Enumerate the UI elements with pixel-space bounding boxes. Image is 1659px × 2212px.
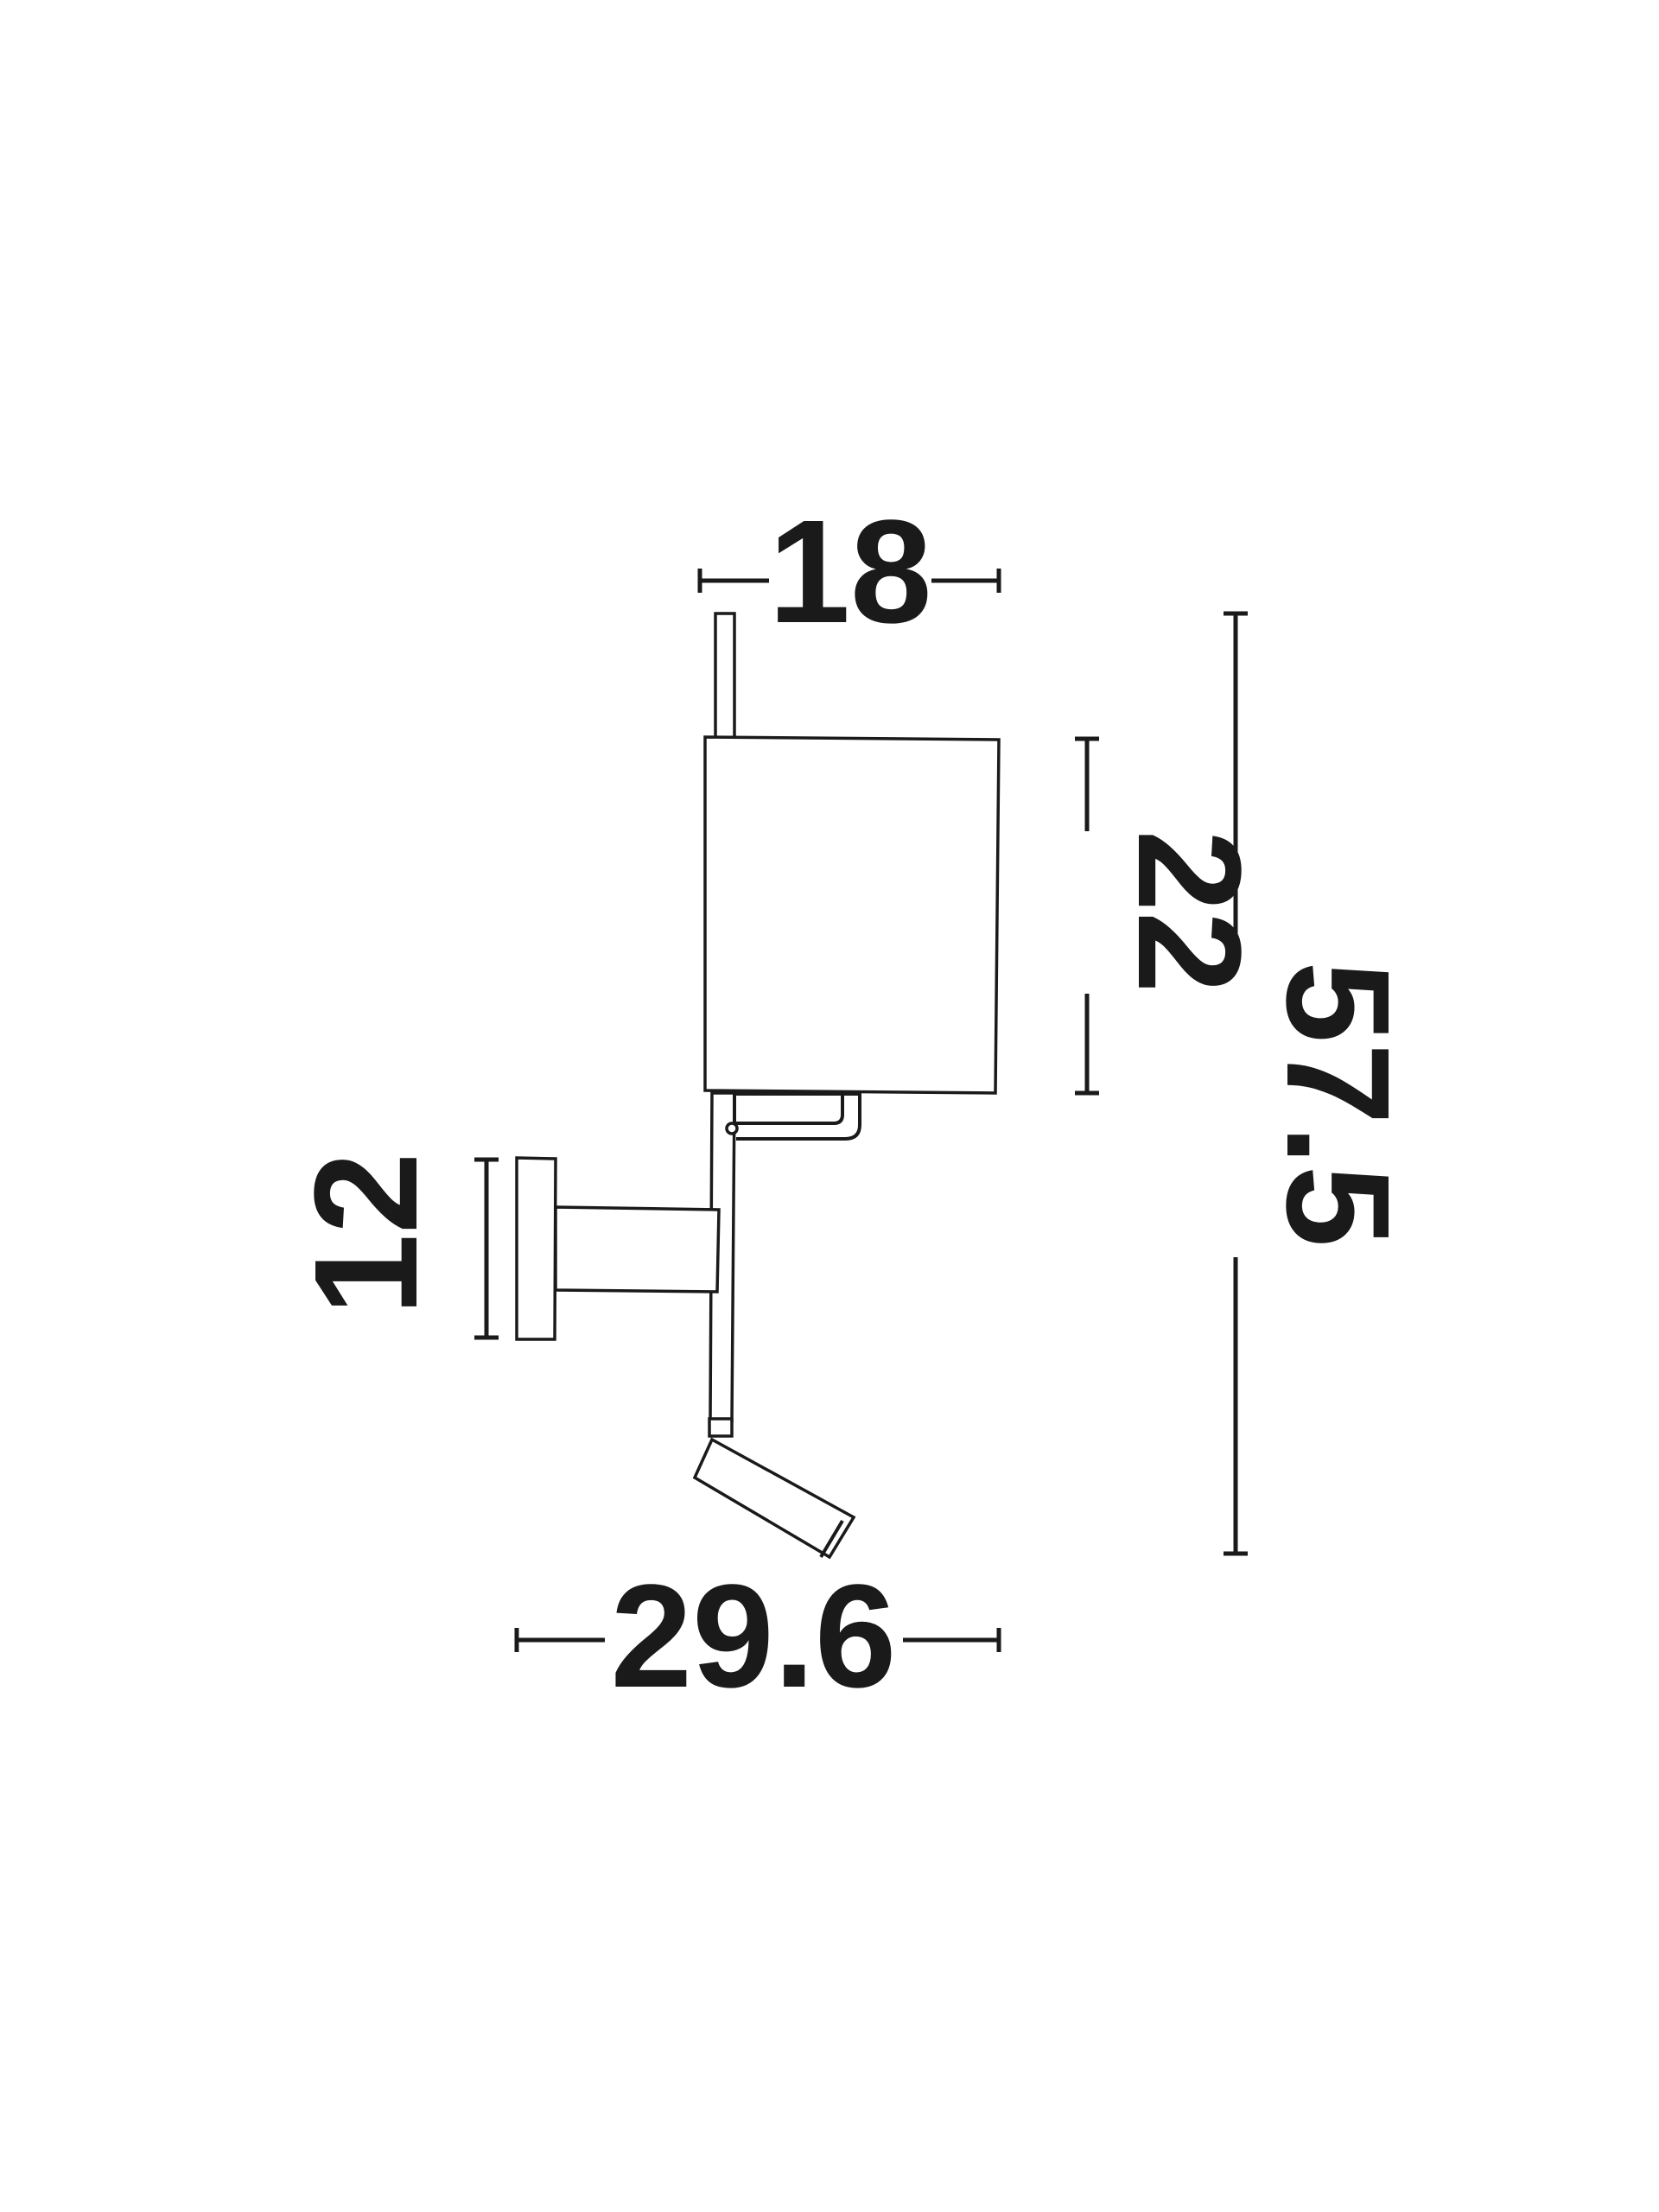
lamp-outline (515, 612, 1001, 1560)
dimension-total-height: 57.5 (1224, 611, 1420, 1556)
dimension-total-depth: 29.6 (514, 1554, 1001, 1719)
reading-arm-bracket (734, 1092, 861, 1141)
label-total-height: 57.5 (1255, 962, 1420, 1248)
label-total-depth: 29.6 (611, 1554, 897, 1719)
dimension-width-top: 18 (697, 490, 1001, 654)
top-rod (714, 612, 736, 741)
reading-spot (692, 1437, 856, 1560)
reading-arm-bracket-inner (733, 1094, 844, 1125)
wall-arm (554, 1205, 721, 1294)
arm-joint (725, 1122, 739, 1135)
label-base-height: 12 (284, 1152, 448, 1315)
spot-joint (708, 1417, 734, 1438)
label-shade-height: 22 (1107, 830, 1271, 993)
reading-spot-lens (819, 1519, 844, 1559)
lamp-shade (703, 735, 1001, 1095)
wall-plate (515, 1156, 557, 1341)
dimension-shade-height: 22 (1075, 736, 1271, 1096)
dimension-base-height: 12 (284, 1152, 499, 1340)
label-width-top: 18 (768, 490, 931, 654)
